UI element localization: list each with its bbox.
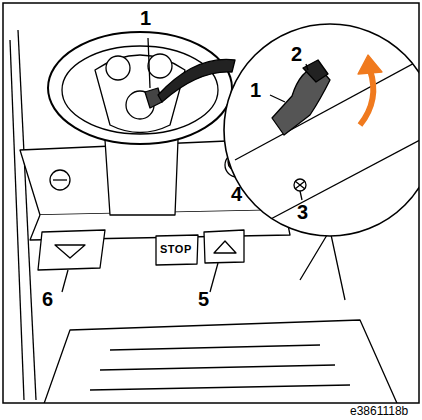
leader-line	[62, 270, 68, 292]
hub-knob	[148, 54, 172, 78]
hub-knob	[106, 56, 130, 80]
pedal-marking: STOP	[160, 244, 192, 255]
leader-line	[306, 64, 308, 70]
seat-ribs	[90, 345, 350, 390]
leader-line	[210, 263, 218, 292]
steering-wheel	[48, 32, 232, 144]
leader-line	[270, 95, 285, 102]
callout-number: 6	[42, 289, 53, 309]
seat	[40, 320, 400, 403]
callout-number: 5	[198, 289, 209, 309]
callout-number: 1	[140, 8, 151, 28]
frame	[3, 3, 419, 403]
column-edge	[235, 60, 419, 160]
pedal-symbol	[55, 245, 85, 258]
leader-line	[148, 38, 150, 88]
bolt-head	[295, 181, 305, 189]
motion-arrow	[360, 70, 373, 125]
brake-pedal	[156, 235, 198, 265]
detail-inset	[224, 24, 419, 236]
lever-button	[303, 60, 328, 82]
motion-arrowhead	[358, 55, 382, 74]
steering-wheel-inner	[62, 46, 218, 134]
steering-column	[105, 140, 178, 215]
knob-slot	[53, 179, 67, 180]
left-pedal	[38, 230, 105, 270]
knob	[50, 170, 70, 190]
figure-code: e3861118b	[350, 405, 408, 417]
armrest	[300, 230, 345, 300]
cab-pillar	[18, 30, 36, 400]
leader-line	[300, 191, 302, 200]
pedal-symbol	[214, 241, 236, 253]
cab-pillar	[10, 40, 24, 400]
inset-pointer	[158, 59, 235, 102]
column-edge	[250, 140, 419, 230]
right-pedal	[204, 230, 244, 263]
callout-number: 2	[291, 44, 302, 64]
callout-number: 1	[250, 80, 261, 100]
bolt	[294, 179, 306, 191]
callout-number: 3	[297, 202, 308, 222]
callout-number: 4	[231, 184, 242, 204]
